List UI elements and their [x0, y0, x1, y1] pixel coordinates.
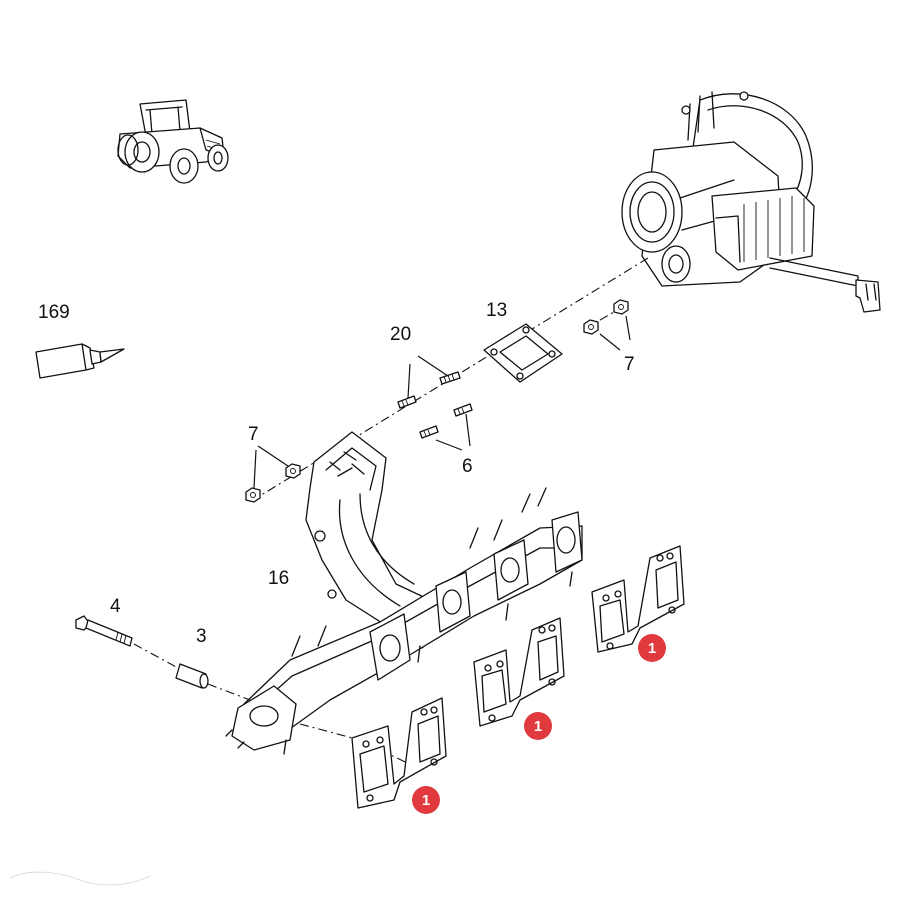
svg-text:1: 1 — [422, 792, 430, 809]
label-6: 6 — [462, 456, 473, 477]
svg-text:1: 1 — [534, 718, 542, 735]
assembly-axis-bolt — [133, 643, 419, 769]
spacer — [175, 663, 209, 689]
stud-20-a — [439, 371, 461, 385]
bolt — [75, 615, 133, 647]
badge-gasket-rear: 1 — [638, 634, 666, 662]
sealant-tube-icon — [35, 343, 125, 379]
manifold-gasket-middle — [473, 617, 565, 727]
label-7-left: 7 — [248, 424, 259, 445]
nut-right-upper — [613, 299, 629, 315]
manifold-gasket-front — [351, 697, 447, 809]
badge-gasket-middle: 1 — [524, 712, 552, 740]
label-3: 3 — [196, 626, 207, 647]
stud-6-a — [453, 403, 473, 417]
label-13: 13 — [486, 300, 507, 321]
stud-20-b — [397, 395, 417, 409]
badge-gasket-front: 1 — [412, 786, 440, 814]
label-7-right: 7 — [624, 354, 635, 375]
flange-gasket — [483, 323, 563, 383]
tractor-icon — [117, 99, 229, 184]
nut-right-lower — [583, 319, 599, 335]
nut-left-upper — [285, 463, 301, 479]
manifold-gasket-rear — [591, 545, 685, 653]
nut-left-lower — [245, 487, 261, 503]
label-16: 16 — [268, 568, 289, 589]
svg-text:1: 1 — [648, 640, 656, 657]
turbocharger-icon — [621, 91, 881, 313]
watermark-logo — [9, 871, 151, 886]
exhaust-manifold — [225, 431, 583, 755]
label-4: 4 — [110, 596, 121, 617]
label-169: 169 — [38, 302, 70, 323]
label-20: 20 — [390, 324, 411, 345]
stud-6-b — [419, 425, 439, 439]
